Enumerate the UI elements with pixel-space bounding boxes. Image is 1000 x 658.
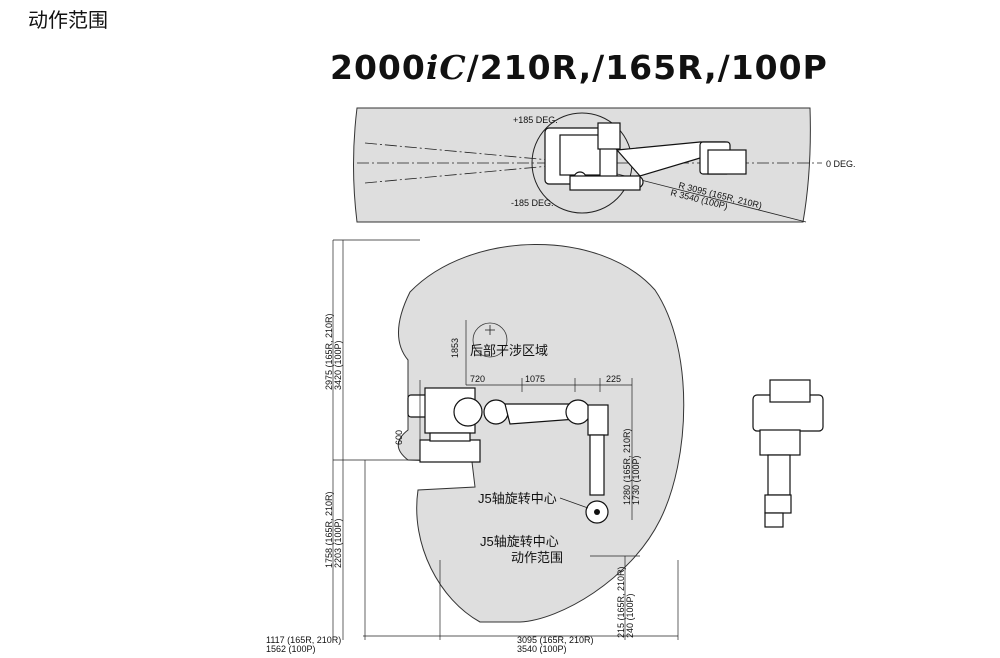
dim-back-2: 1562 (100P) <box>266 644 316 654</box>
side-view: 后部干涉区域 1853 720 1075 225 600 2975 (165R,… <box>266 239 685 654</box>
dim-height-top-2: 3420 (100P) <box>333 340 343 390</box>
minus-angle-label: -185 DEG. <box>511 198 554 208</box>
dim-low-2: 240 (100P) <box>625 593 635 638</box>
dim-720: 720 <box>470 374 485 384</box>
dim-height-bottom-1: 1758 (165R, 210R) <box>324 491 334 568</box>
dim-height-top-1: 2975 (165R, 210R) <box>324 313 334 390</box>
model-title: 2000iC/210R,/165R,/100P <box>330 48 828 87</box>
dim-1075: 1075 <box>525 374 545 384</box>
plus-angle-label: +185 DEG. <box>513 115 558 125</box>
zero-angle-label: 0 DEG. <box>826 159 856 169</box>
side-view-robot <box>407 387 609 524</box>
rear-zone-label: 后部干涉区域 <box>470 343 548 358</box>
page-title: 动作范围 <box>28 10 108 32</box>
dim-600: 600 <box>394 430 404 445</box>
top-view-robot <box>544 122 747 191</box>
side-view-dimensions <box>332 239 679 640</box>
model-ital: iC <box>425 48 467 87</box>
dim-height-bottom-2: 2203 (100P) <box>333 518 343 568</box>
j5-area-label-1: J5轴旋转中心 <box>480 534 559 549</box>
dim-reach-1: 3095 (165R, 210R) <box>517 635 594 645</box>
rear-zone-circle <box>472 322 508 358</box>
dim-225: 225 <box>606 374 621 384</box>
dim-back-1: 1117 (165R, 210R) <box>266 635 341 645</box>
dim-arm-1: 1280 (165R, 210R) <box>622 428 632 505</box>
side-view-work-area <box>397 244 685 623</box>
j5-center-label: J5轴旋转中心 <box>478 491 557 506</box>
dim-reach-2: 3540 (100P) <box>517 644 567 654</box>
front-view-robot <box>752 379 824 528</box>
dim-low-1: 215 (165R, 210R) <box>616 566 626 638</box>
dim-arm-2: 1730 (100P) <box>631 455 641 505</box>
model-suffix: /210R,/165R,/100P <box>466 48 828 87</box>
j5-area-label-2: 动作范围 <box>511 550 563 565</box>
model-prefix: 2000 <box>330 48 426 87</box>
top-view-radius-line <box>581 164 807 223</box>
top-view: +185 DEG. -185 DEG. 0 DEG. R 3095 (165R,… <box>353 107 856 223</box>
dim-1853: 1853 <box>450 338 460 358</box>
